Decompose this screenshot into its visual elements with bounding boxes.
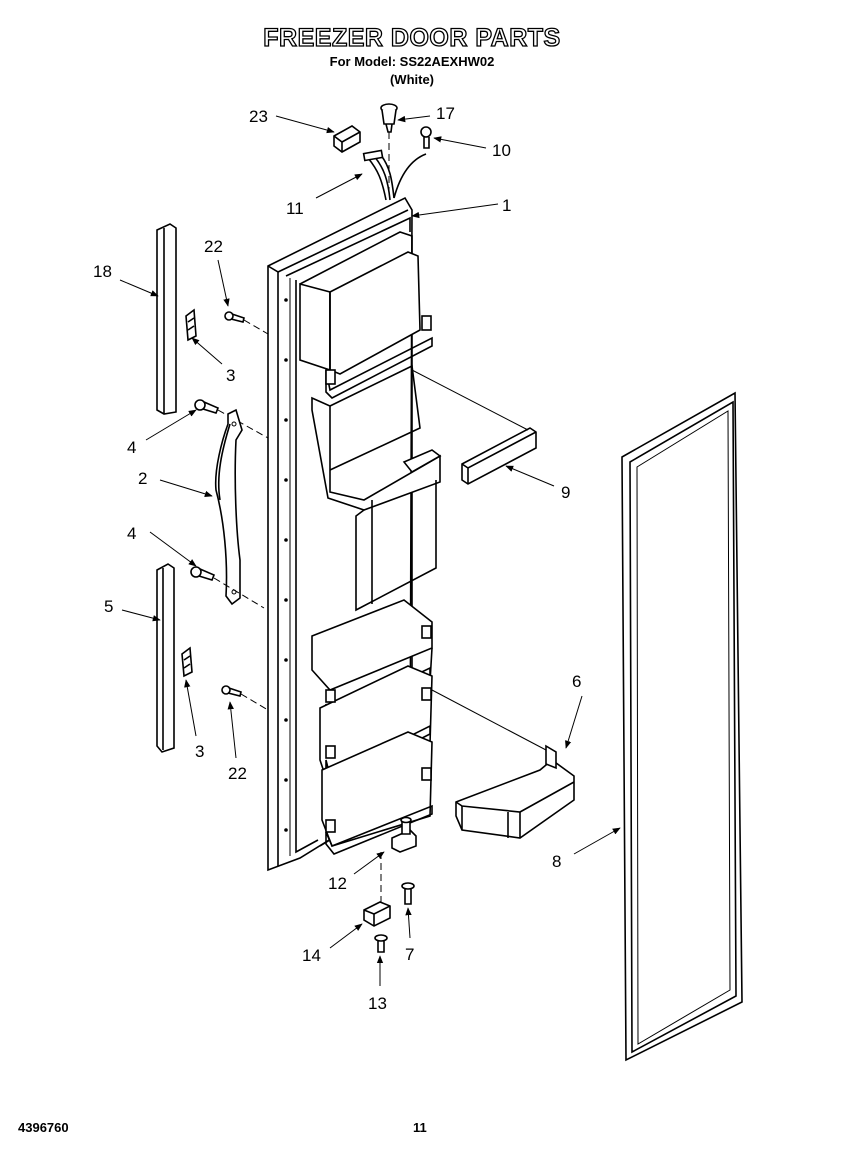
screw-part-10 — [420, 126, 432, 149]
page-number: 11 — [413, 1120, 427, 1135]
lower-bin-part-6 — [455, 744, 575, 839]
freezer-door-part-1 — [267, 196, 442, 872]
callout-labels: 23 17 10 11 1 22 18 3 4 2 9 4 5 6 3 22 8… — [93, 104, 581, 1013]
connector-part-23 — [333, 125, 361, 153]
lower-trim-part-5 — [156, 563, 175, 753]
handle-screw-part-4-lower — [190, 566, 216, 581]
callout-4-lower: 4 — [127, 524, 136, 543]
callout-2: 2 — [138, 469, 147, 488]
callout-1: 1 — [502, 196, 511, 215]
callout-14: 14 — [302, 946, 321, 965]
callout-11: 11 — [286, 199, 304, 218]
hinge-pin-part-12 — [391, 816, 417, 853]
callout-8: 8 — [552, 852, 561, 871]
callout-18: 18 — [93, 262, 112, 281]
callout-5: 5 — [104, 597, 113, 616]
screw-part-22-lower — [221, 685, 242, 697]
door-gasket-part-8 — [621, 391, 743, 1062]
clip-part-3-upper — [185, 308, 197, 342]
callout-3-lower: 3 — [195, 742, 204, 761]
callout-9: 9 — [561, 483, 570, 502]
callout-17: 17 — [436, 104, 455, 123]
callout-23: 23 — [249, 107, 268, 126]
callout-7: 7 — [405, 945, 414, 964]
screw-part-22-upper — [224, 311, 245, 323]
handle-screw-part-4-upper — [194, 399, 220, 414]
callout-4-upper: 4 — [127, 438, 136, 457]
document-number: 4396760 — [18, 1120, 69, 1135]
wire-harness-part-11 — [362, 149, 427, 201]
callout-6: 6 — [572, 672, 581, 691]
model-line: For Model: SS22AEXHW02 — [329, 54, 495, 69]
screw-part-7 — [401, 882, 415, 905]
callout-22-lower: 22 — [228, 764, 247, 783]
leader-arrows — [119, 115, 621, 986]
screw-part-13 — [374, 934, 388, 953]
plug-part-17 — [380, 103, 398, 133]
clip-part-3-lower — [181, 646, 193, 678]
callout-12: 12 — [328, 874, 347, 893]
callout-3-upper: 3 — [226, 366, 235, 385]
upper-trim-part-18 — [156, 223, 177, 415]
shelf-rail-part-9 — [461, 427, 537, 485]
model-caption: For Model: SS22AEXHW02 (White) — [0, 53, 824, 89]
callout-22-upper: 22 — [204, 237, 223, 256]
callout-10: 10 — [492, 141, 511, 160]
diagram-title: FREEZER DOOR PARTS — [263, 23, 561, 52]
hinge-block-part-14 — [363, 901, 391, 927]
color-line: (White) — [389, 72, 435, 87]
callout-13: 13 — [368, 994, 387, 1013]
handle-part-2 — [214, 408, 243, 606]
